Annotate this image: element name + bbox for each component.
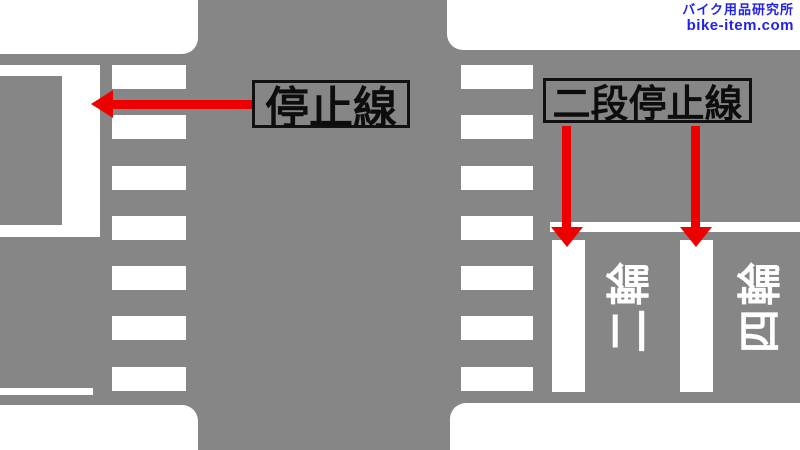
crosswalk-stripe <box>112 166 186 190</box>
label-stop-line: 停止線 <box>252 80 410 133</box>
crosswalk-stripe <box>461 367 533 391</box>
sidewalk-top-left <box>0 0 198 54</box>
road-text-motorcycle-lane: 輪 二 <box>605 262 654 353</box>
crosswalk-stripe <box>461 266 533 290</box>
sidewalk-bottom-left <box>0 405 198 450</box>
arrow-head-down-icon <box>680 227 712 247</box>
center-line-right <box>550 222 800 232</box>
two-stage-stop-line-car <box>680 240 713 392</box>
arrow-shaft <box>562 126 571 227</box>
crosswalk-stripe <box>461 65 533 89</box>
site-watermark: バイク用品研究所 bike-item.com <box>682 2 794 34</box>
road-text-char: 二 <box>605 309 654 353</box>
crosswalk-stripe <box>461 316 533 340</box>
crosswalk-stripe <box>112 266 186 290</box>
two-stage-stop-line-motorcycle <box>552 240 585 392</box>
arrow-head-left-icon <box>91 90 113 118</box>
crosswalk-stripe <box>461 166 533 190</box>
arrow-head-down-icon <box>551 227 583 247</box>
sidewalk-top-right: バイク用品研究所 bike-item.com <box>447 0 800 50</box>
crosswalk-stripe <box>461 115 533 139</box>
road-edge-line-bottom-left <box>0 388 93 395</box>
sidewalk-bottom-right <box>450 403 800 450</box>
crosswalk-stripe <box>112 216 186 240</box>
label-two-stage-stop-line: 二段停止線 <box>543 78 752 126</box>
road-text-char: 四 <box>736 309 785 353</box>
crosswalk-left <box>112 0 186 450</box>
crosswalk-stripe <box>112 367 186 391</box>
center-line-left <box>0 225 100 237</box>
site-name: バイク用品研究所 <box>682 2 794 17</box>
road-text-char: 輪 <box>736 262 785 306</box>
site-url: bike-item.com <box>686 16 794 34</box>
arrow-shaft <box>691 126 700 227</box>
arrow-shaft <box>110 100 252 109</box>
road-text-car-lane: 輪 四 <box>736 262 785 353</box>
crosswalk-stripe <box>112 65 186 89</box>
crosswalk-stripe <box>461 216 533 240</box>
road-text-char: 輪 <box>605 262 654 306</box>
crosswalk-right <box>461 0 533 450</box>
crosswalk-stripe <box>112 316 186 340</box>
road-edge-line-top-left <box>0 65 100 76</box>
crosswalk-stripe <box>112 115 186 139</box>
